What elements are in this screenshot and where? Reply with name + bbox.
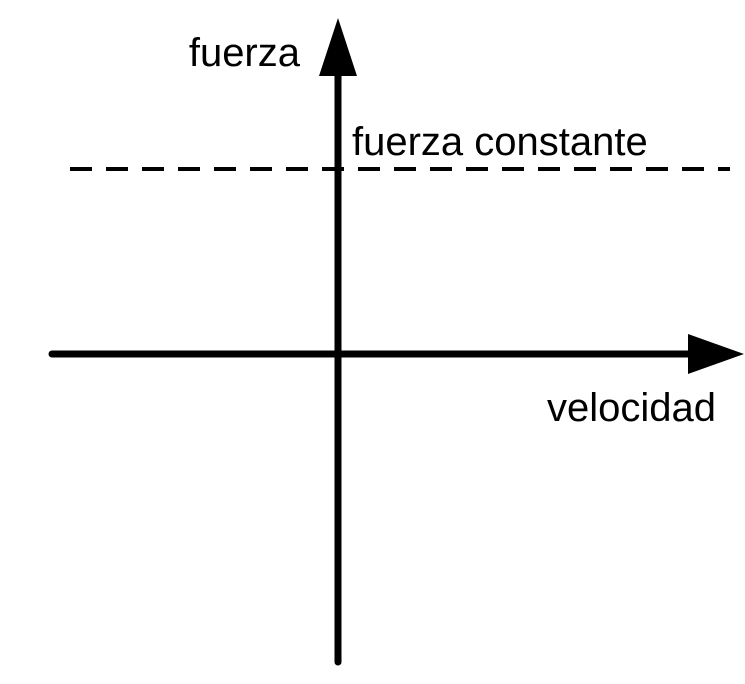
x-axis-label: velocidad <box>547 386 716 430</box>
y-axis-label: fuerza <box>189 31 301 75</box>
constant-force-label: fuerza constante <box>352 120 648 164</box>
y-axis <box>319 18 357 666</box>
x-axis-arrowhead <box>688 334 744 374</box>
x-axis <box>48 334 744 374</box>
y-axis-arrowhead <box>319 18 357 76</box>
